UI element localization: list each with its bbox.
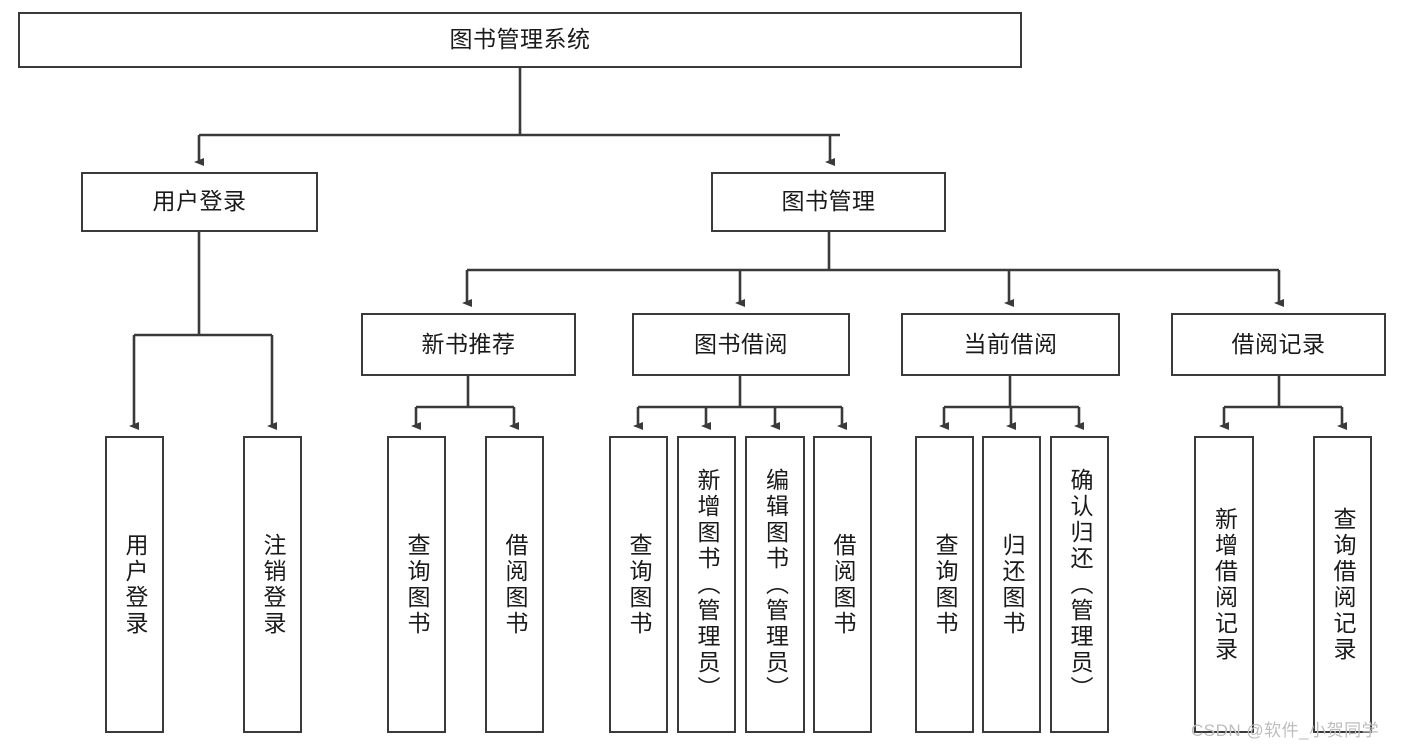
- node-label: 确认归还（管理员）: [1067, 467, 1093, 702]
- leaf-borrow-query-book[interactable]: 查询图书: [609, 436, 668, 733]
- leaf-current-confirm-return[interactable]: 确认归还（管理员）: [1050, 436, 1109, 733]
- node-borrow-record[interactable]: 借阅记录: [1171, 313, 1386, 376]
- node-label: 借阅图书: [830, 532, 856, 637]
- node-root-system[interactable]: 图书管理系统: [18, 12, 1022, 68]
- leaf-user-login-login[interactable]: 用户登录: [105, 436, 164, 733]
- node-label: 借阅记录: [1231, 330, 1326, 357]
- leaf-borrow-edit-book[interactable]: 编辑图书（管理员）: [745, 436, 805, 733]
- leaf-record-query[interactable]: 查询借阅记录: [1313, 436, 1372, 733]
- node-label: 当前借阅: [963, 330, 1058, 357]
- node-label: 注销登录: [260, 532, 286, 637]
- node-label: 查询图书: [626, 532, 652, 637]
- node-user-login[interactable]: 用户登录: [81, 172, 318, 232]
- node-label: 查询借阅记录: [1330, 506, 1356, 663]
- node-label: 用户登录: [152, 188, 247, 215]
- node-label: 图书管理: [781, 188, 876, 215]
- leaf-record-add[interactable]: 新增借阅记录: [1194, 436, 1254, 733]
- node-label: 借阅图书: [502, 532, 528, 637]
- leaf-borrow-add-book[interactable]: 新增图书（管理员）: [677, 436, 736, 733]
- node-label: 查询图书: [404, 532, 430, 637]
- leaf-new-book-borrow[interactable]: 借阅图书: [485, 436, 544, 733]
- node-label: 查询图书: [932, 532, 958, 637]
- leaf-user-login-logout[interactable]: 注销登录: [243, 436, 302, 733]
- leaf-borrow-borrow-book[interactable]: 借阅图书: [813, 436, 872, 733]
- node-label: 归还图书: [999, 532, 1025, 637]
- leaf-current-return-book[interactable]: 归还图书: [982, 436, 1041, 733]
- leaf-current-query-book[interactable]: 查询图书: [915, 436, 974, 733]
- node-book-borrow[interactable]: 图书借阅: [632, 313, 850, 376]
- node-label: 新增借阅记录: [1211, 506, 1238, 663]
- node-label: 图书管理系统: [449, 26, 591, 53]
- node-label: 用户登录: [122, 532, 148, 637]
- node-label: 新书推荐: [421, 330, 516, 357]
- node-current-borrow[interactable]: 当前借阅: [901, 313, 1120, 376]
- node-label: 图书借阅: [694, 330, 788, 357]
- leaf-new-book-query[interactable]: 查询图书: [387, 436, 446, 733]
- node-book-management[interactable]: 图书管理: [711, 172, 946, 232]
- node-label: 新增图书（管理员）: [694, 467, 720, 702]
- node-new-book-recommend[interactable]: 新书推荐: [361, 313, 576, 376]
- node-label: 编辑图书（管理员）: [762, 467, 789, 702]
